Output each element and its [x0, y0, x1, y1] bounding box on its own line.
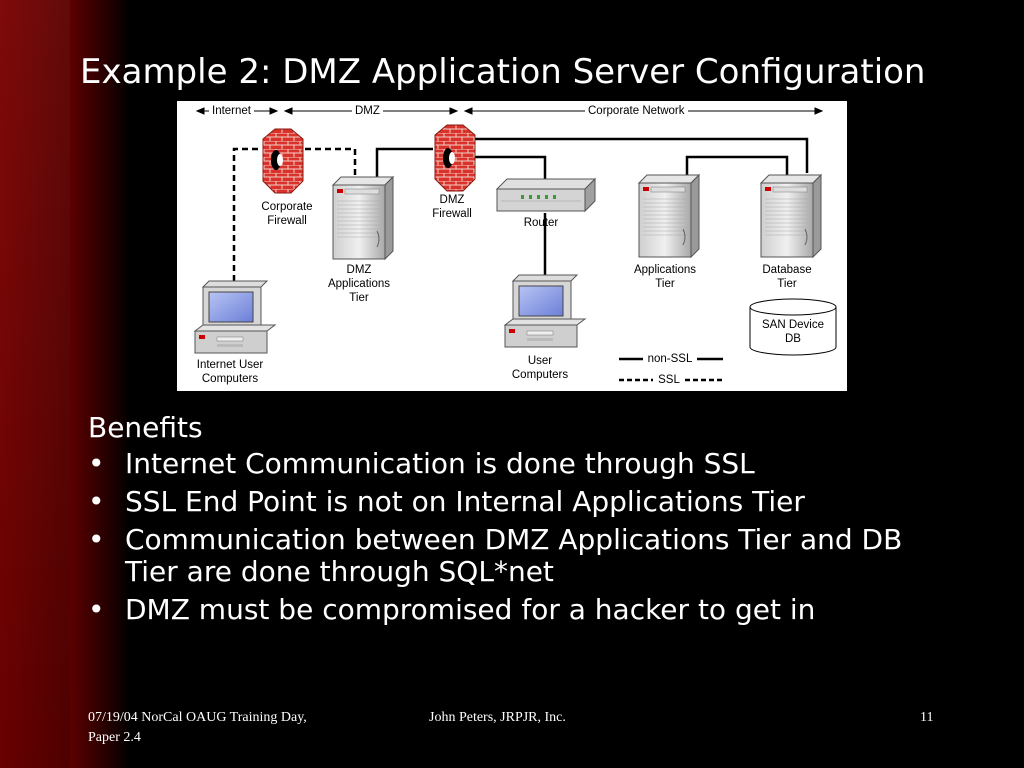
zone-arrows: [195, 107, 824, 115]
corporate-firewall-label: Corporate Firewall: [261, 201, 313, 227]
slide-title: Example 2: DMZ Application Server Config…: [80, 52, 926, 92]
page-number: 11: [920, 710, 934, 725]
db-tier-server-icon: [759, 173, 823, 259]
benefit-item: • Internet Communication is done through …: [88, 448, 988, 480]
apps-tier-server-icon: [637, 173, 701, 259]
diagram-canvas: [193, 107, 837, 382]
zone-label-internet: Internet: [209, 104, 254, 118]
router-icon: [495, 177, 597, 213]
dmz-app-server-icon: [331, 175, 395, 261]
san-device-label: SAN Device DB: [762, 319, 824, 345]
corporate-firewall-icon: [262, 128, 304, 194]
internet-user-computers-label: Internet User Computers: [196, 359, 264, 385]
benefit-text: SSL End Point is not on Internal Applica…: [125, 485, 805, 518]
ssl-links: [232, 147, 357, 281]
benefit-text: Internet Communication is done through S…: [125, 447, 755, 480]
bullet-icon: •: [88, 523, 105, 556]
zone-label-dmz: DMZ: [352, 104, 383, 118]
bullet-icon: •: [88, 593, 105, 626]
benefit-item: • Communication between DMZ Applications …: [88, 524, 915, 588]
side-decoration: [0, 0, 130, 768]
bullet-icon: •: [88, 485, 105, 518]
internet-user-computer-icon: [193, 280, 277, 354]
db-tier-label: Database Tier: [762, 264, 812, 290]
apps-tier-label: Applications Tier: [633, 264, 696, 290]
dmz-firewall-icon: [434, 124, 476, 192]
router-label: Router: [523, 217, 559, 229]
benefits-heading: Benefits: [88, 411, 203, 444]
san-device-icon: [749, 298, 837, 356]
non-ssl-links: [375, 137, 809, 277]
footer-date-event: 07/19/04 NorCal OAUG Training Day, Paper…: [88, 710, 307, 745]
network-diagram: Internet DMZ Corporate Network Corporate…: [177, 101, 847, 391]
benefit-text: Communication between DMZ Applications T…: [125, 523, 903, 588]
legend-ssl-label: SSL: [658, 374, 680, 386]
benefit-item: • DMZ must be compromised for a hacker to…: [88, 594, 988, 626]
dmz-firewall-label: DMZ Firewall: [432, 194, 472, 220]
benefit-item: • SSL End Point is not on Internal Applic…: [88, 486, 988, 518]
dmz-app-tier-label: DMZ Applications Tier: [327, 264, 390, 304]
footer-author: John Peters, JRPJR, Inc.: [429, 710, 566, 725]
zone-label-corporate-network: Corporate Network: [585, 104, 688, 118]
user-computers-label: User Computers: [511, 355, 569, 381]
bullet-icon: •: [88, 447, 105, 480]
user-computer-icon: [503, 274, 587, 348]
legend-non-ssl-label: non-SSL: [647, 353, 693, 365]
benefits-list: • Internet Communication is done through …: [88, 448, 988, 626]
legend-lines: [619, 357, 723, 382]
benefits-section: Benefits • Internet Communication is done…: [88, 410, 988, 632]
benefit-text: DMZ must be compromised for a hacker to …: [125, 593, 816, 626]
